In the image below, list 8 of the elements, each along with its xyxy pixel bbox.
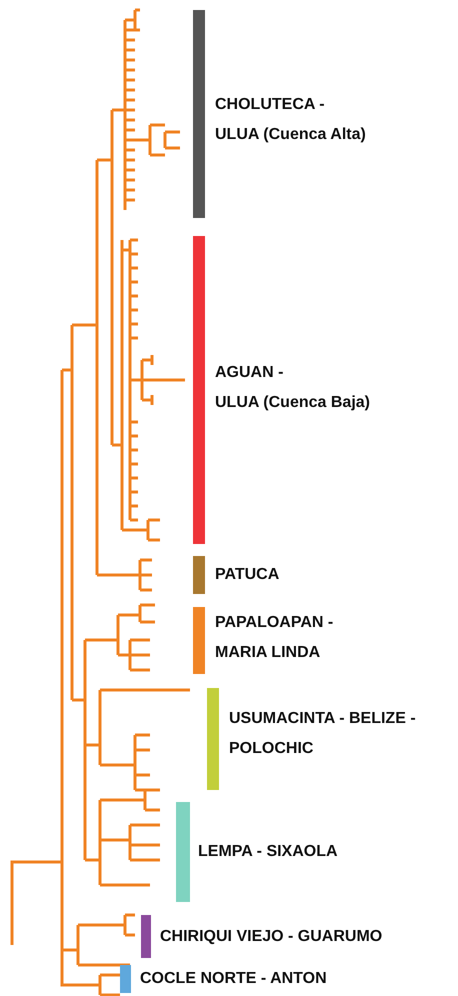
clade-label: PAPALOAPAN - MARIA LINDA — [215, 613, 334, 663]
clade-label: AGUAN - ULUA (Cuenca Baja) — [215, 363, 370, 413]
clade-label: COCLE NORTE - ANTON — [140, 969, 327, 989]
clade-label: CHOLUTECA - ULUA (Cuenca Alta) — [215, 95, 366, 145]
clade-label: CHIRIQUI VIEJO - GUARUMO — [160, 927, 382, 947]
clade-label: USUMACINTA - BELIZE - POLOCHIC — [229, 709, 416, 759]
clade-label: PATUCA — [215, 565, 280, 585]
clade-label: LEMPA - SIXAOLA — [198, 842, 338, 862]
